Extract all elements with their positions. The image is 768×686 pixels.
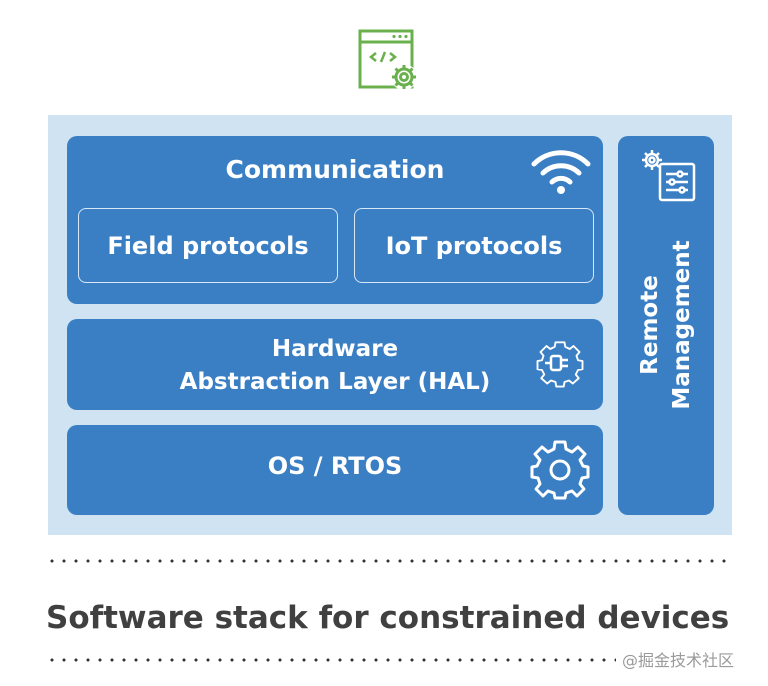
- remote-label-line1: Remote: [637, 275, 663, 375]
- hal-label-line1: Hardware: [271, 336, 399, 362]
- hal-block: [67, 319, 603, 410]
- communication-title: Communication: [225, 155, 445, 184]
- wifi-icon: [531, 150, 591, 194]
- iot-protocols-box: IoT protocols: [354, 208, 594, 283]
- settings-panel-icon: [642, 150, 696, 202]
- gear-icon: [530, 440, 590, 500]
- remote-label-line2: Management: [669, 240, 695, 410]
- dotted-divider-bottom: [46, 658, 616, 662]
- os-label: OS / RTOS: [267, 452, 403, 480]
- plug-gear-icon: [536, 341, 584, 388]
- hal-label: Hardware Abstraction Layer (HAL): [67, 333, 603, 399]
- code-window-gear-icon: [358, 29, 417, 90]
- remote-management-label: Remote Management: [634, 240, 698, 409]
- dotted-divider-top: [46, 559, 732, 563]
- os-block: [67, 425, 603, 515]
- hal-label-line2: Abstraction Layer (HAL): [179, 369, 491, 395]
- watermark: @掘金技术社区: [622, 651, 735, 670]
- figure-caption: Software stack for constrained devices: [46, 600, 730, 636]
- field-protocols-box: Field protocols: [78, 208, 338, 283]
